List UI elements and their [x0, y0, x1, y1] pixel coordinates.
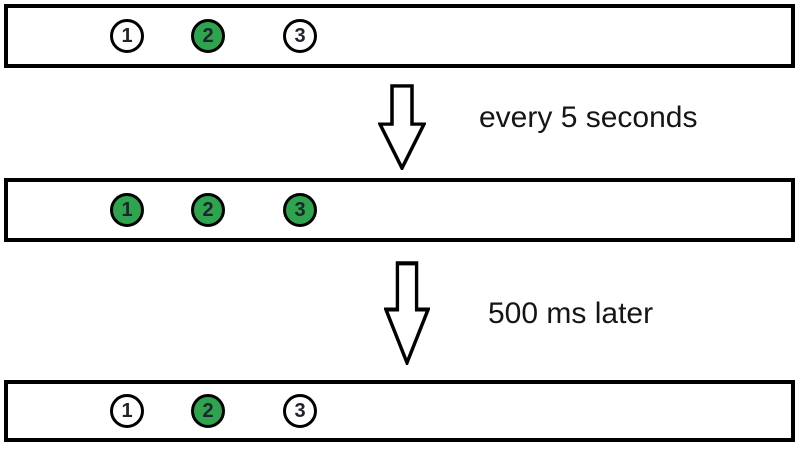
led-1: 1: [110, 193, 144, 227]
led-1-label: 1: [121, 399, 133, 422]
led-3-label: 3: [294, 198, 306, 221]
led-3: 3: [283, 394, 317, 428]
led-2-label: 2: [202, 24, 214, 47]
led-1: 1: [110, 394, 144, 428]
down-arrow-icon: [383, 261, 431, 370]
down-arrow-icon: [377, 84, 427, 175]
led-3-label: 3: [294, 24, 306, 47]
led-strip-state-2: 1 2 3: [4, 178, 795, 242]
led-2: 2: [191, 193, 225, 227]
led-3: 3: [283, 193, 317, 227]
transition-2-label: 500 ms later: [488, 297, 654, 330]
led-1-label: 1: [121, 198, 133, 221]
led-3: 3: [283, 19, 317, 53]
led-2-label: 2: [202, 198, 214, 221]
led-2-label: 2: [202, 399, 214, 422]
led-1: 1: [110, 19, 144, 53]
led-2: 2: [191, 19, 225, 53]
led-2: 2: [191, 394, 225, 428]
led-strip-state-1: 1 2 3: [4, 4, 795, 68]
led-strip-state-3: 1 2 3: [4, 380, 795, 442]
led-1-label: 1: [121, 24, 133, 47]
transition-1-label: every 5 seconds: [479, 101, 698, 134]
led-3-label: 3: [294, 399, 306, 422]
